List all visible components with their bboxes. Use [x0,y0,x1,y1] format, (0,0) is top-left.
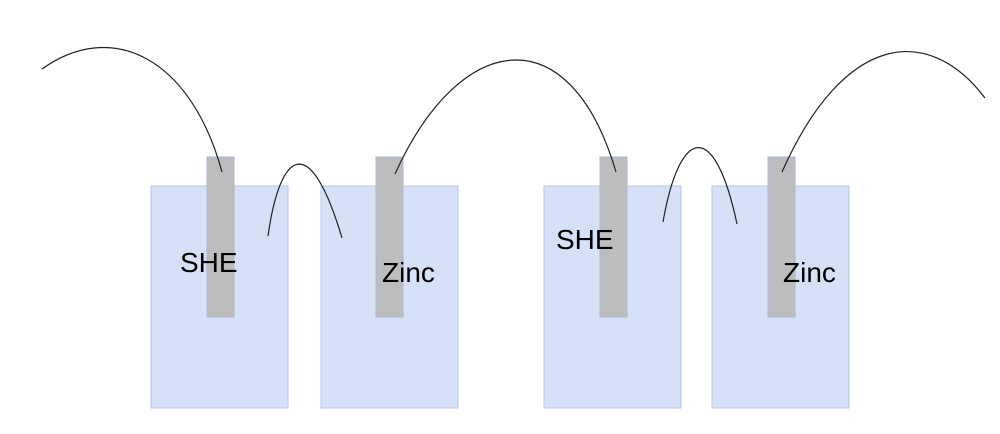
she-label: SHE [556,224,614,255]
she-label: SHE [180,247,238,278]
zinc-electrode [375,156,404,318]
zinc-electrode [767,156,796,318]
cell-2: SHE Zinc [543,147,850,409]
she-electrode [206,156,235,318]
zinc-label: Zinc [783,257,836,288]
salt-bridge-2 [662,147,738,225]
cell-1: SHE Zinc [150,156,459,409]
external-wire-left [41,46,223,173]
external-wire-middle [394,59,617,175]
external-wire-right [781,51,986,173]
zinc-label: Zinc [382,257,435,288]
salt-bridge-1 [267,163,343,239]
she-electrode [599,156,628,318]
